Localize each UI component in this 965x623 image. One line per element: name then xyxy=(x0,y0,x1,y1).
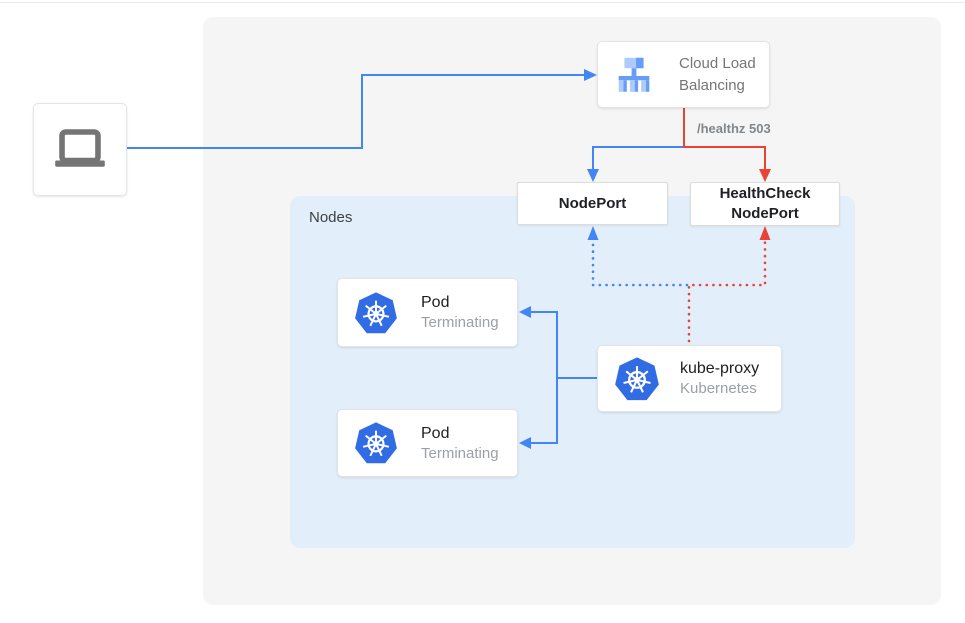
pod-card-2: Pod Terminating xyxy=(337,409,518,477)
kube-proxy-subtitle: Kubernetes xyxy=(680,380,757,397)
client-card xyxy=(33,103,127,196)
nodeport-label: NodePort xyxy=(558,194,627,212)
kube-proxy-title: kube-proxy xyxy=(680,360,760,377)
kubernetes-icon xyxy=(354,291,398,335)
nodes-label: Nodes xyxy=(309,209,353,226)
top-divider xyxy=(0,2,965,3)
healthz-label: /healthz 503 xyxy=(697,121,771,136)
clb-title: Cloud Load Balancing xyxy=(679,54,756,94)
healthcheck-nodeport-box: HealthCheck NodePort xyxy=(690,182,840,226)
pod-title: Pod xyxy=(421,294,450,311)
kubernetes-icon xyxy=(354,421,398,465)
laptop-icon xyxy=(49,119,111,181)
pod-subtitle: Terminating xyxy=(421,314,499,331)
kube-proxy-card: kube-proxy Kubernetes xyxy=(597,345,782,412)
cloud-load-balancing-icon xyxy=(611,52,657,98)
kubernetes-icon xyxy=(614,356,660,402)
pod-title: Pod xyxy=(421,424,450,442)
pod-card-1: Pod Terminating xyxy=(337,278,518,347)
pod-subtitle: Terminating xyxy=(421,444,499,462)
nodeport-box: NodePort xyxy=(517,182,668,225)
healthcheck-nodeport-label-line2: NodePort xyxy=(731,205,799,222)
healthcheck-nodeport-label-line1: HealthCheck xyxy=(719,185,811,202)
cloud-load-balancing-card: Cloud Load Balancing xyxy=(597,41,770,108)
